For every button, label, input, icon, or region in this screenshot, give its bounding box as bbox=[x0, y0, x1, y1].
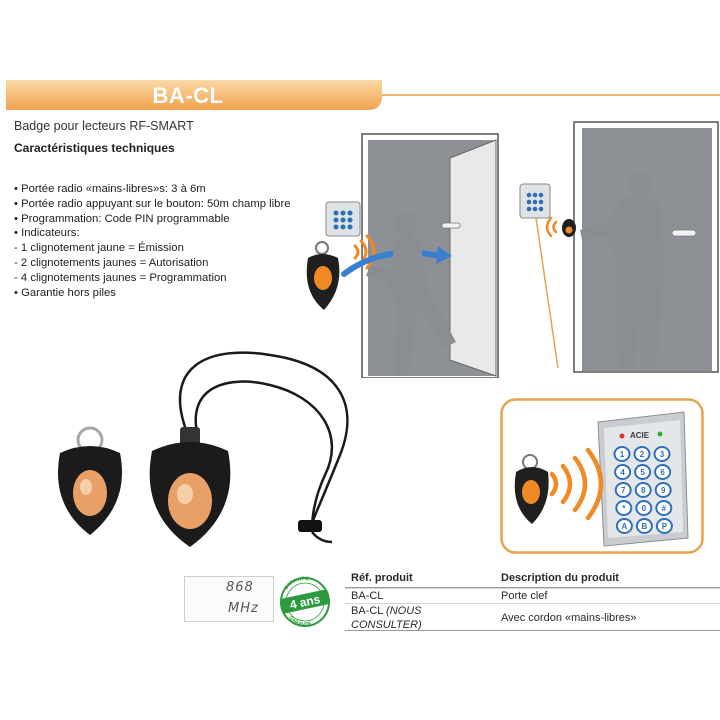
keypad-key bbox=[654, 464, 672, 480]
door-scene-handsfree bbox=[306, 133, 499, 378]
keypad-key-label: 8 bbox=[641, 486, 646, 495]
keypad-key-label: 3 bbox=[660, 450, 665, 459]
keypad-key bbox=[635, 518, 653, 534]
keypad-key bbox=[654, 482, 672, 498]
keypad-key-label: 7 bbox=[621, 486, 626, 495]
column-header-ref: Réf. produit bbox=[351, 572, 413, 584]
keypad-key-label: # bbox=[662, 504, 667, 513]
table-row: BA-CL (NOUS CONSULTER) Avec cordon «main… bbox=[345, 604, 720, 633]
table-header-row: Réf. produit Description du produit bbox=[345, 571, 720, 586]
keypad-key bbox=[655, 500, 673, 516]
frequency-unit: MHz bbox=[228, 601, 259, 616]
feature-item: • Portée radio «mains-libres»s: 3 à 6m bbox=[14, 183, 206, 195]
keypad-key bbox=[614, 482, 632, 498]
title-banner bbox=[6, 80, 382, 110]
table-rule-bottom bbox=[345, 630, 720, 631]
keypad-key bbox=[613, 446, 631, 462]
product-ref: BA-CL (NOUS CONSULTER) bbox=[351, 605, 422, 631]
keypad-key-label: 1 bbox=[620, 450, 625, 459]
feature-item: • Indicateurs: bbox=[14, 227, 80, 240]
warranty-seal: GARANTIE GARANTIE 4 ans bbox=[280, 576, 330, 628]
keypad-key bbox=[634, 482, 652, 498]
keypad-key bbox=[655, 518, 673, 534]
keypad-key-label: 9 bbox=[661, 486, 666, 495]
keypad-key-label: P bbox=[662, 522, 668, 531]
product-desc: Avec cordon «mains-libres» bbox=[501, 612, 637, 624]
product-title: BA-CL bbox=[152, 83, 224, 108]
keypad-key-label: 0 bbox=[642, 504, 647, 513]
keypad-key-label: * bbox=[622, 504, 626, 513]
table-rule-top bbox=[345, 587, 720, 588]
feature-item: - 2 clignotements jaunes = Autorisation bbox=[14, 256, 209, 269]
keypad-key bbox=[615, 518, 633, 534]
keypad-key bbox=[633, 446, 651, 462]
keypad-inset: ACIE 1 2 3 4 5 6 7 8 9 * 0 # A B P bbox=[500, 398, 704, 554]
keypad-key-label: 4 bbox=[620, 468, 625, 477]
keypad-key bbox=[653, 446, 671, 462]
product-desc: Porte clef bbox=[501, 590, 548, 602]
keypad-key-label: A bbox=[622, 522, 628, 531]
door-scene-button bbox=[519, 121, 719, 373]
keypad-key-label: 2 bbox=[640, 450, 645, 459]
keypad-key bbox=[634, 464, 652, 480]
keypad-key bbox=[614, 464, 632, 480]
feature-item: - 4 clignotements jaunes = Programmation bbox=[14, 271, 227, 284]
feature-item: • Garantie hors piles bbox=[14, 286, 116, 299]
feature-item: • Portée radio appuyant sur le bouton: 5… bbox=[14, 197, 291, 210]
feature-list: • Portée radio «mains-libres»s: 3 à 6m •… bbox=[14, 182, 291, 300]
spec-heading: Caractéristiques techniques bbox=[14, 141, 175, 155]
fob-photo bbox=[58, 351, 349, 547]
feature-item: - 1 clignotement jaune = Émission bbox=[14, 242, 184, 255]
keypad-key-label: 5 bbox=[640, 468, 645, 477]
keypad-key bbox=[635, 500, 653, 516]
header-rule bbox=[382, 94, 720, 96]
product-table: Réf. produit Description du produit BA-C… bbox=[345, 571, 720, 632]
keypad-keys: 1 2 3 4 5 6 7 8 9 * 0 # A B P bbox=[613, 446, 673, 534]
frequency-value: 868 bbox=[226, 580, 254, 595]
feature-item: • Programmation: Code PIN programmable bbox=[14, 212, 230, 225]
keypad-key bbox=[615, 500, 633, 516]
warranty-years: 4 ans bbox=[289, 592, 322, 612]
product-subtitle: Badge pour lecteurs RF-SMART bbox=[14, 119, 194, 133]
keypad-brand: ACIE bbox=[630, 431, 650, 440]
product-note: (NOUS CONSULTER) bbox=[351, 605, 422, 631]
keypad-key-label: 6 bbox=[660, 468, 665, 477]
frequency-badge bbox=[184, 576, 274, 622]
product-ref: BA-CL bbox=[351, 590, 384, 602]
table-row: BA-CL Porte clef bbox=[345, 589, 720, 604]
keypad-key-label: B bbox=[642, 522, 648, 531]
column-header-desc: Description du produit bbox=[501, 572, 619, 584]
